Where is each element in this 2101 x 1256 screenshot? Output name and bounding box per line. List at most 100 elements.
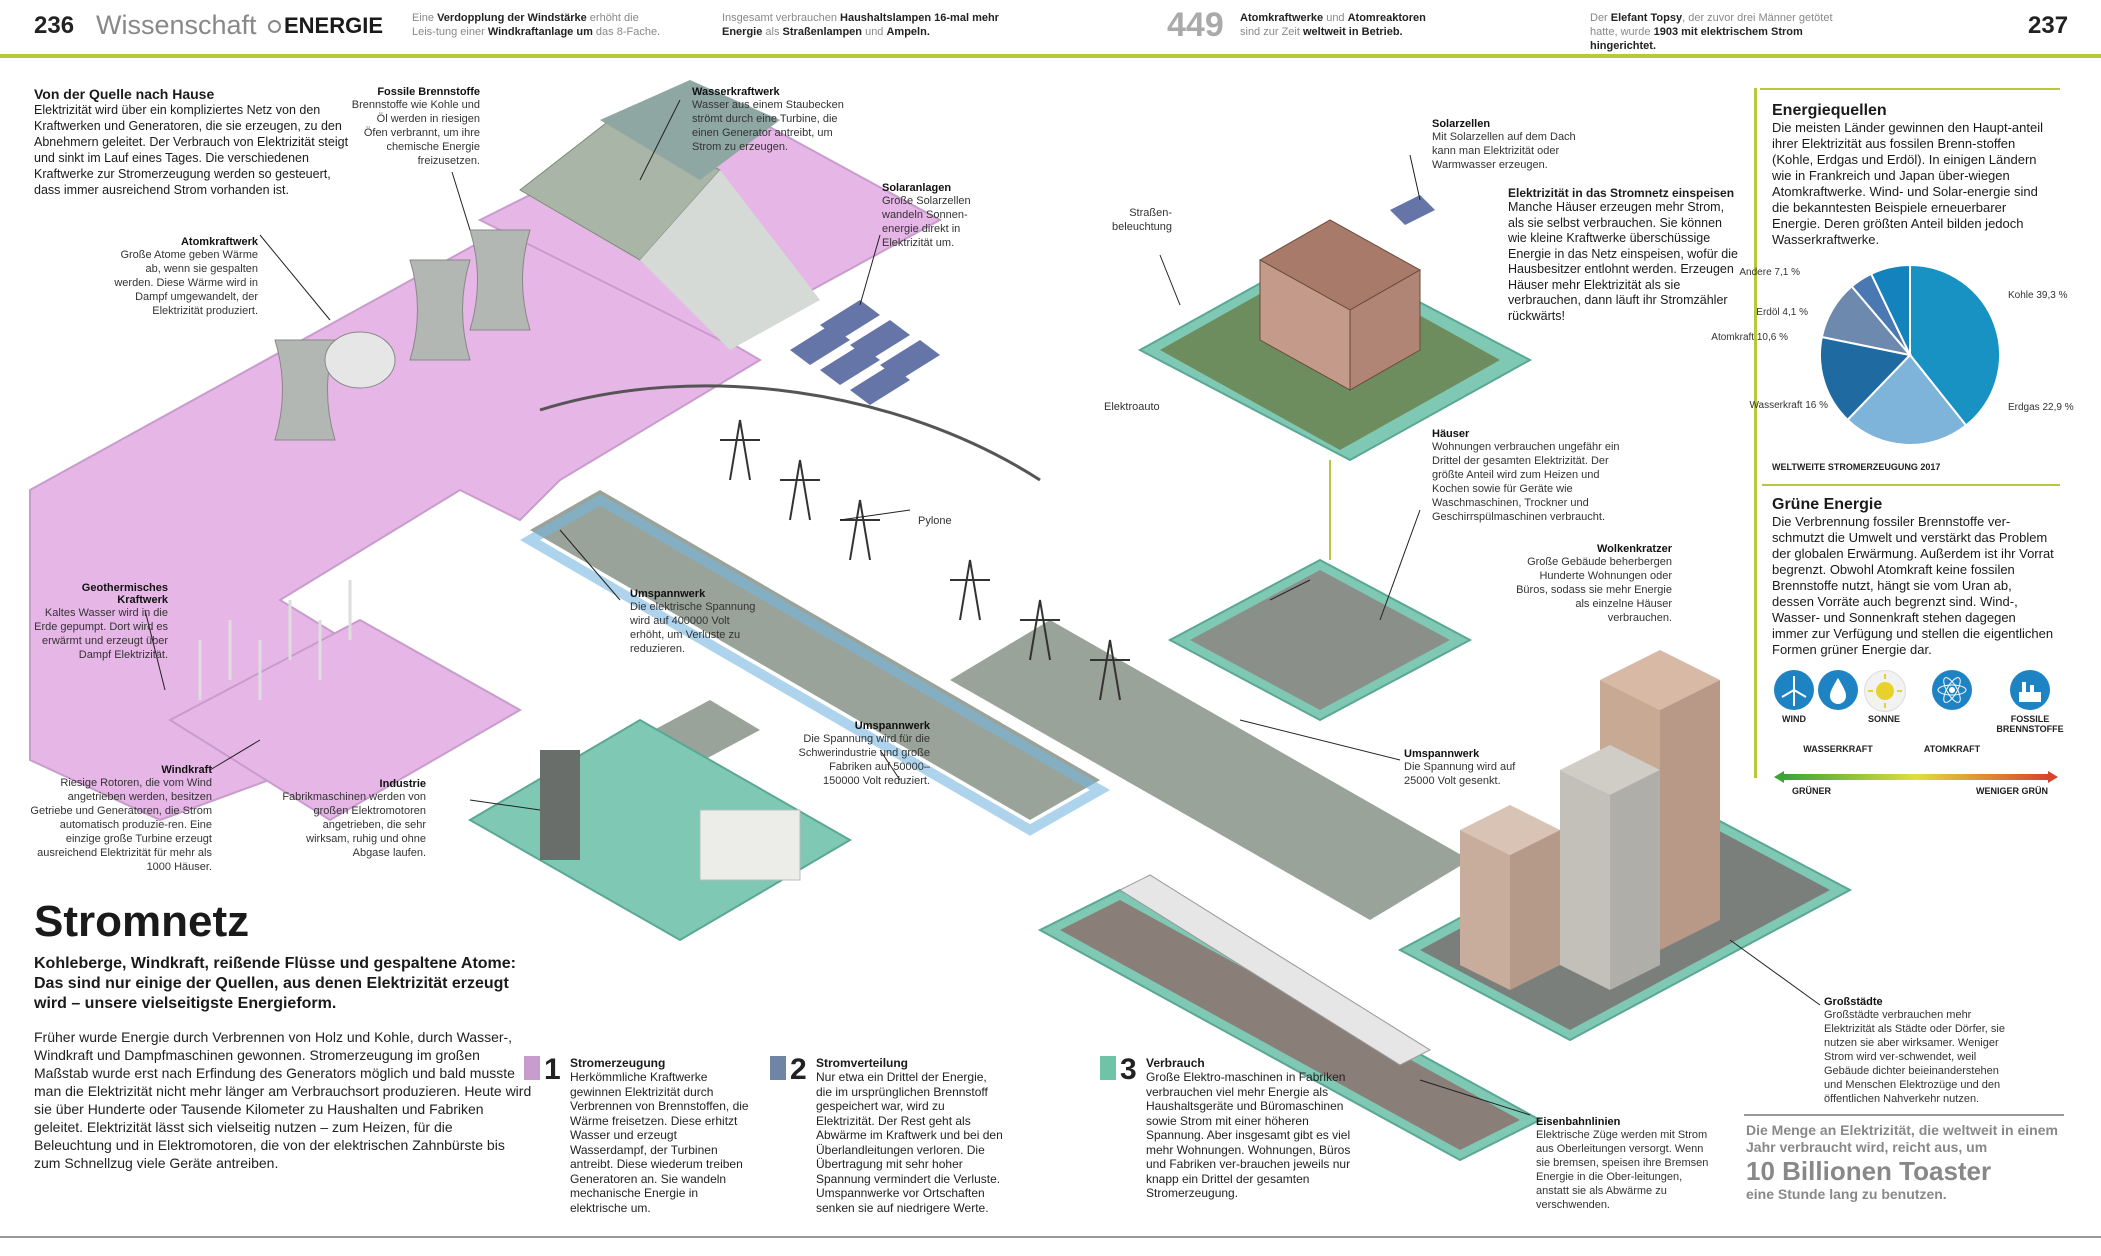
label-solaranlagen-text: Große Solarzellen wandeln Sonnen-energie… [882, 195, 971, 249]
label-solarzellen: Solarzellen Mit Solarzellen auf dem Dach… [1432, 118, 1602, 172]
pie-slice-wasserkraft [1819, 335, 1912, 422]
label-wind-text: Riesige Rotoren, die vom Wind angetriebe… [30, 777, 212, 873]
pie-label-erdgas: Erdgas 22,9 % [2008, 402, 2074, 413]
toaster-fact: Die Menge an Elektrizität, die weltweit … [1746, 1122, 2066, 1203]
label-solarzellen-text: Mit Solarzellen auf dem Dach kann man El… [1432, 131, 1576, 171]
label-fossil: Fossile Brennstoffe Brennstoffe wie Kohl… [350, 86, 480, 168]
label-geo: Geothermisches Kraftwerk Kaltes Wasser w… [30, 582, 168, 662]
section-name: Wissenschaft [96, 10, 257, 40]
label-wolken-text: Große Gebäude beherbergen Hunderte Wohnu… [1516, 556, 1672, 624]
main-block: Stromnetz Kohleberge, Windkraft, reißend… [34, 896, 534, 1172]
energy-sources-title: Energiequellen [1772, 102, 1887, 119]
label-geo-text: Kaltes Wasser wird in die Erde gepumpt. … [34, 607, 168, 661]
label-umspann3-title: Umspannwerk [1404, 748, 1480, 760]
pylons [720, 419, 1130, 701]
label-umspann2-text: Die Spannung wird für die Schwerindustri… [798, 733, 930, 787]
fact-lamps: Insgesamt verbrauchen Haushaltslampen 16… [722, 12, 999, 38]
label-haeuser: Häuser Wohnungen verbrauchen ungefähr ei… [1432, 428, 1628, 524]
label-umspann2: Umspannwerk Die Spannung wird für die Sc… [798, 720, 930, 788]
pie-label-erdöl: Erdöl 4,1 % [1756, 307, 1808, 318]
label-eisenbahn-title: Eisenbahnlinien [1536, 1116, 1621, 1128]
green-energy-text: Die Verbrennung fossiler Brennstoffe ver… [1772, 514, 2054, 657]
page-number-right: 237 [2028, 12, 2069, 39]
sidebar-divider [1762, 484, 2060, 486]
main-subtitle: Kohleberge, Windkraft, reißende Flüsse u… [34, 955, 517, 1012]
intro-text: Elektrizität wird über ein kompliziertes… [34, 103, 349, 197]
label-haeuser-text: Wohnungen verbrauchen ungefähr ein Dritt… [1432, 441, 1620, 523]
label-wasser: Wasserkraftwerk Wasser aus einem Staubec… [692, 86, 852, 154]
label-grossstaedte-title: Großstädte [1824, 996, 1883, 1008]
label-solaranlagen: Solaranlagen Große Solarzellen wandeln S… [882, 182, 972, 250]
footer-rule [0, 1236, 2101, 1238]
label-atom-text: Große Atome geben Wärme ab, wenn sie ges… [114, 249, 258, 317]
label-wind: Windkraft Riesige Rotoren, die vom Wind … [30, 764, 212, 874]
label-industrie: Industrie Fabrikmaschinen werden von gro… [278, 778, 426, 860]
arrow-right-icon [2048, 771, 2058, 783]
scale-label-left: GRÜNER [1792, 786, 1832, 796]
topic-name: ENERGIE [284, 13, 384, 38]
energy-sources-block: Energiequellen Die meisten Länder gewinn… [1772, 102, 2054, 248]
scale-label-right: WENIGER GRÜN [1976, 786, 2048, 796]
toaster-pre: Die Menge an Elektrizität, die weltweit … [1746, 1122, 2058, 1155]
label-einspeisen: Elektrizität in das Stromnetz einspeisen… [1508, 186, 1738, 324]
step-3-body: Verbrauch Große Elektro-maschinen in Fab… [1146, 1056, 1356, 1201]
step-3-title: Verbrauch [1146, 1056, 1205, 1070]
label-wasser-title: Wasserkraftwerk [692, 86, 780, 98]
label-eisenbahn-text: Elektrische Züge werden mit Strom aus Ob… [1536, 1129, 1709, 1211]
step-1-title: Stromerzeugung [570, 1056, 666, 1070]
power-grid-illustration [29, 80, 1853, 1162]
water-drop-icon [1818, 670, 1858, 710]
green-energy-block: Grüne Energie Die Verbrennung fossiler B… [1772, 496, 2054, 658]
pie-slice-kohle [1909, 263, 2001, 427]
bullet-icon [268, 20, 281, 33]
step-1-color [524, 1056, 540, 1080]
step-2-title: Stromverteilung [816, 1056, 909, 1070]
label-wolken: Wolkenkratzer Große Gebäude beherbergen … [1516, 543, 1672, 625]
pie-label-atomkraft: Atomkraft 10,6 % [1711, 332, 1788, 343]
label-geo-title: Geothermisches Kraftwerk [81, 582, 168, 606]
sidebar-card [1754, 88, 2067, 778]
energy-icons-row: WIND WASSERKRAFT SONNE ATOMKRAFT FOSSILE… [1770, 670, 2064, 760]
label-wasser-text: Wasser aus einem Staubecken strömt durch… [692, 99, 844, 153]
label-industrie-title: Industrie [379, 778, 426, 790]
transmission-corridor [530, 490, 1100, 820]
atom-icon [1932, 670, 1972, 710]
label-umspann1-text: Die elektrische Spannung wird auf 400000… [630, 601, 756, 655]
icon-label-fossil: FOSSILE BRENNSTOFFE [1996, 714, 2064, 734]
label-strassen: Straßen-beleuchtung [1112, 207, 1172, 233]
step-2-number: 2 [790, 1053, 807, 1086]
label-einspeisen-title: Elektrizität in das Stromnetz einspeisen [1508, 186, 1735, 200]
label-umspann3: Umspannwerk Die Spannung wird auf 25000 … [1404, 748, 1534, 788]
fact-elephant: Der Elefant Topsy, der zuvor drei Männer… [1590, 12, 1833, 52]
label-grossstaedte: Großstädte Großstädte verbrauchen mehr E… [1824, 996, 2020, 1106]
label-pylone: Pylone [918, 515, 952, 527]
skyscrapers [1460, 650, 1720, 990]
icon-label-sonne: SONNE [1867, 714, 1900, 724]
label-atom-title: Atomkraftwerk [180, 236, 258, 248]
fact-wind: Eine Verdopplung der Windstärke erhöht d… [412, 12, 661, 38]
label-elektroauto: Elektroauto [1104, 401, 1160, 413]
label-eisenbahn: Eisenbahnlinien Elektrische Züge werden … [1536, 1116, 1716, 1212]
step-2-body: Stromverteilung Nur etwa ein Drittel der… [816, 1056, 1006, 1215]
pie-label-andere: Andere 7,1 % [1739, 267, 1800, 278]
label-einspeisen-text: Manche Häuser erzeugen mehr Strom, als s… [1508, 200, 1738, 323]
step-1-body: Stromerzeugung Herkömmliche Kraftwerke g… [570, 1056, 750, 1215]
green-energy-title: Grüne Energie [1772, 496, 1883, 513]
label-solarzellen-title: Solarzellen [1432, 118, 1491, 130]
main-title: Stromnetz [34, 897, 250, 946]
label-wind-title: Windkraft [161, 764, 212, 776]
fact-number-449: 449 [1167, 6, 1224, 44]
pie-chart-title: WELTWEITE STROMERZEUGUNG 2017 [1772, 462, 1940, 472]
house [1258, 219, 1422, 391]
cooling-towers [274, 229, 531, 441]
arrow-left-icon [1774, 771, 1784, 783]
wind-turbine-icon [1774, 670, 1814, 710]
pie-slice-erdgas [1846, 353, 1968, 446]
pie-chart: Kohle 39,3 %Erdgas 22,9 %Wasserkraft 16 … [1711, 263, 2074, 472]
icon-label-wasserkraft: WASSERKRAFT [1803, 744, 1873, 754]
toaster-post: eine Stunde lang zu benutzen. [1746, 1186, 1947, 1202]
label-fossil-text: Brennstoffe wie Kohle und Öl werden in r… [351, 99, 480, 167]
toaster-big: 10 Billionen Toaster [1746, 1156, 1992, 1186]
pie-slice-andere [1869, 263, 1911, 356]
label-haeuser-title: Häuser [1432, 428, 1470, 440]
